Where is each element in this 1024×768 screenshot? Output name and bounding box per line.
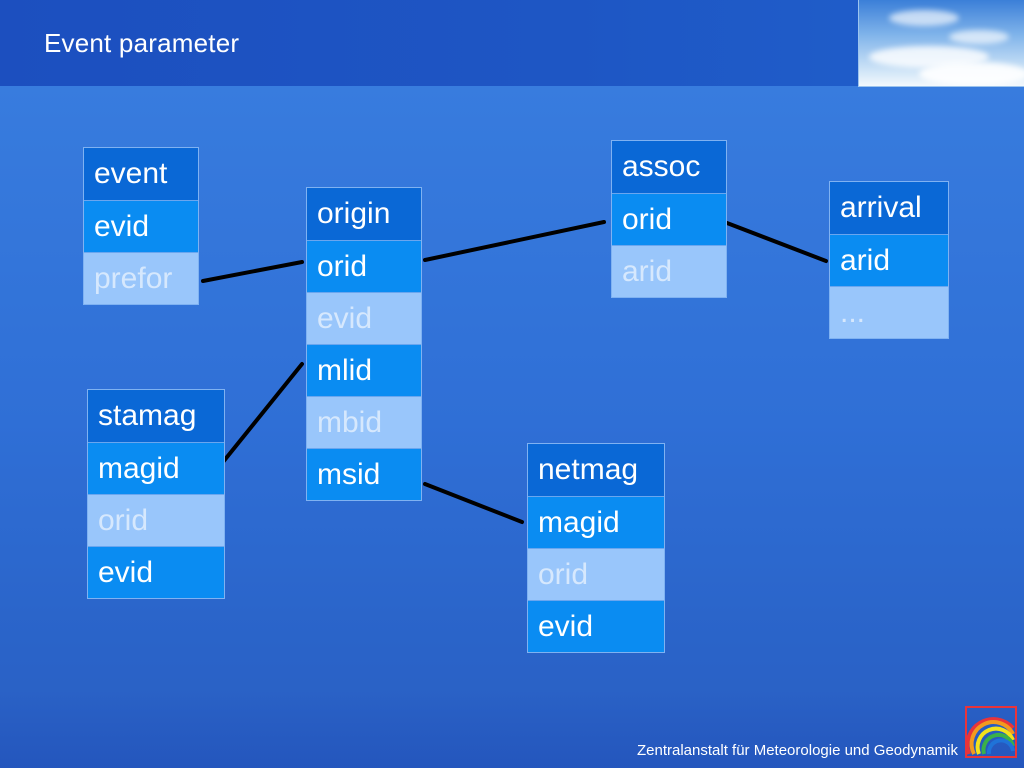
table-netmag-field-orid: orid xyxy=(528,548,664,600)
bottom-glow xyxy=(0,690,1024,768)
table-arrival-header: arrival xyxy=(830,182,948,234)
table-origin-field-evid: evid xyxy=(307,292,421,344)
zamg-logo-icon xyxy=(965,706,1017,758)
sky-image xyxy=(858,0,1024,87)
table-netmag-field-evid: evid xyxy=(528,600,664,652)
table-origin-header: origin xyxy=(307,188,421,240)
table-event-field-evid: evid xyxy=(84,200,198,252)
table-assoc-field-orid: orid xyxy=(612,193,726,245)
table-origin-field-orid: orid xyxy=(307,240,421,292)
table-origin: origin orid evid mlid mbid msid xyxy=(306,187,422,501)
table-origin-field-msid: msid xyxy=(307,448,421,500)
table-event-header: event xyxy=(84,148,198,200)
table-netmag-header: netmag xyxy=(528,444,664,496)
table-netmag-field-magid: magid xyxy=(528,496,664,548)
table-origin-field-mbid: mbid xyxy=(307,396,421,448)
link-assoc-arrival xyxy=(725,221,828,263)
footer-text: Zentralanstalt für Meteorologie und Geod… xyxy=(636,742,958,759)
link-origin-stamag xyxy=(221,362,304,464)
table-assoc: assoc orid arid xyxy=(611,140,727,298)
table-event-field-prefor: prefor xyxy=(84,252,198,304)
table-event: event evid prefor xyxy=(83,147,199,305)
title-bar xyxy=(0,0,1024,86)
link-event-origin xyxy=(201,260,304,283)
table-netmag: netmag magid orid evid xyxy=(527,443,665,653)
slide-title: Event parameter xyxy=(44,28,240,58)
table-assoc-field-arid: arid xyxy=(612,245,726,297)
link-origin-netmag xyxy=(423,482,524,524)
table-stamag-field-evid: evid xyxy=(88,546,224,598)
table-arrival-field-more: ... xyxy=(830,286,948,338)
table-arrival: arrival arid ... xyxy=(829,181,949,339)
table-stamag: stamag magid orid evid xyxy=(87,389,225,599)
link-origin-assoc xyxy=(423,220,606,262)
table-assoc-header: assoc xyxy=(612,141,726,193)
table-stamag-field-orid: orid xyxy=(88,494,224,546)
table-origin-field-mlid: mlid xyxy=(307,344,421,396)
table-arrival-field-arid: arid xyxy=(830,234,948,286)
table-stamag-header: stamag xyxy=(88,390,224,442)
table-stamag-field-magid: magid xyxy=(88,442,224,494)
